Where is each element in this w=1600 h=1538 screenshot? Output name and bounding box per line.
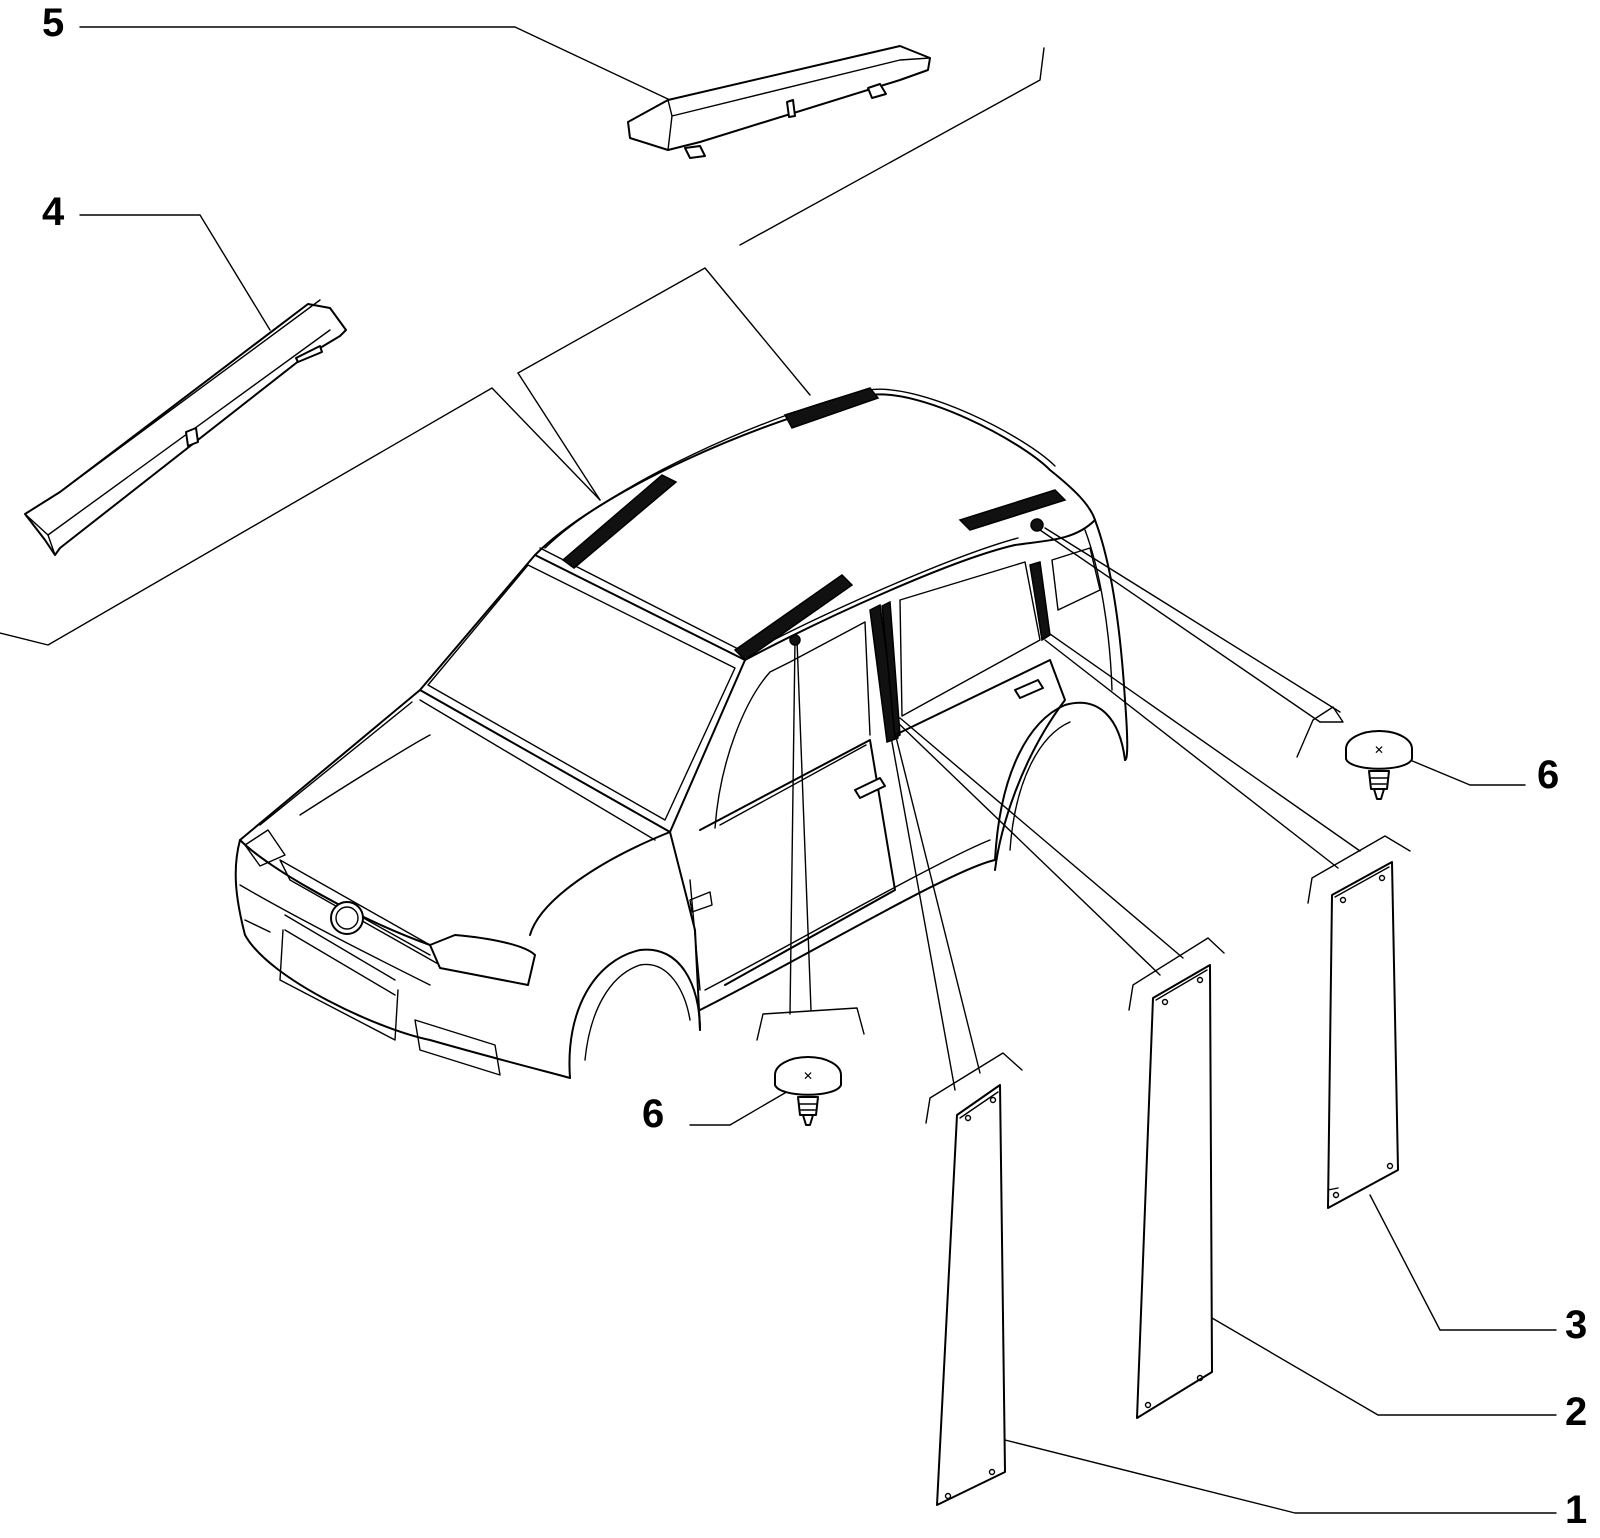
leader-lines [0, 26, 1557, 1514]
roof-strip-front-right [733, 574, 854, 661]
bracket-front-roof [0, 387, 601, 646]
push-clip-fastener-icon: ✕ [1345, 730, 1413, 800]
callout-labels: 5 4 6 6 3 2 1 [42, 1, 1587, 1532]
bracket-3 [1307, 835, 1411, 904]
roof-trim-strip-icon [24, 299, 347, 556]
leader-6-left [689, 1089, 791, 1126]
roof-trim-strip-icon [627, 45, 931, 159]
callout-6-left: 6 [642, 1092, 664, 1136]
bracket-1 [925, 1052, 1023, 1124]
bracket-rear-roof [739, 47, 1045, 246]
bracket-2 [1128, 937, 1225, 1011]
push-clip-fastener-icon: ✕ [774, 1056, 842, 1126]
callout-5: 5 [42, 1, 64, 45]
roof-strip-rear [958, 489, 1067, 531]
bracket-6-left [756, 1007, 865, 1041]
callout-4: 4 [42, 190, 65, 234]
leader-4 [79, 214, 271, 331]
roof-strip-mid [783, 387, 880, 429]
leader-1 [1004, 1439, 1557, 1514]
pillar-cover-panel-icon [1136, 964, 1213, 1419]
leader-3 [1369, 1194, 1557, 1331]
callout-1: 1 [1565, 1488, 1587, 1532]
callout-2: 2 [1565, 1390, 1587, 1434]
pillar-cover-panel-icon [1327, 861, 1399, 1209]
bracket-mid-roof [517, 267, 811, 396]
car-body-outline-icon [234, 387, 1129, 1079]
pillar-cover-panel-icon [936, 1084, 1006, 1506]
bracket-6-right [1296, 706, 1344, 758]
callout-3: 3 [1565, 1303, 1587, 1347]
svg-text:✕: ✕ [1374, 743, 1384, 757]
callout-6-right: 6 [1537, 753, 1559, 797]
leader-6-right [1409, 759, 1526, 786]
leader-2 [1211, 1317, 1557, 1416]
svg-text:✕: ✕ [803, 1069, 813, 1083]
leader-5 [79, 26, 671, 101]
roof-strip-front [561, 474, 678, 569]
